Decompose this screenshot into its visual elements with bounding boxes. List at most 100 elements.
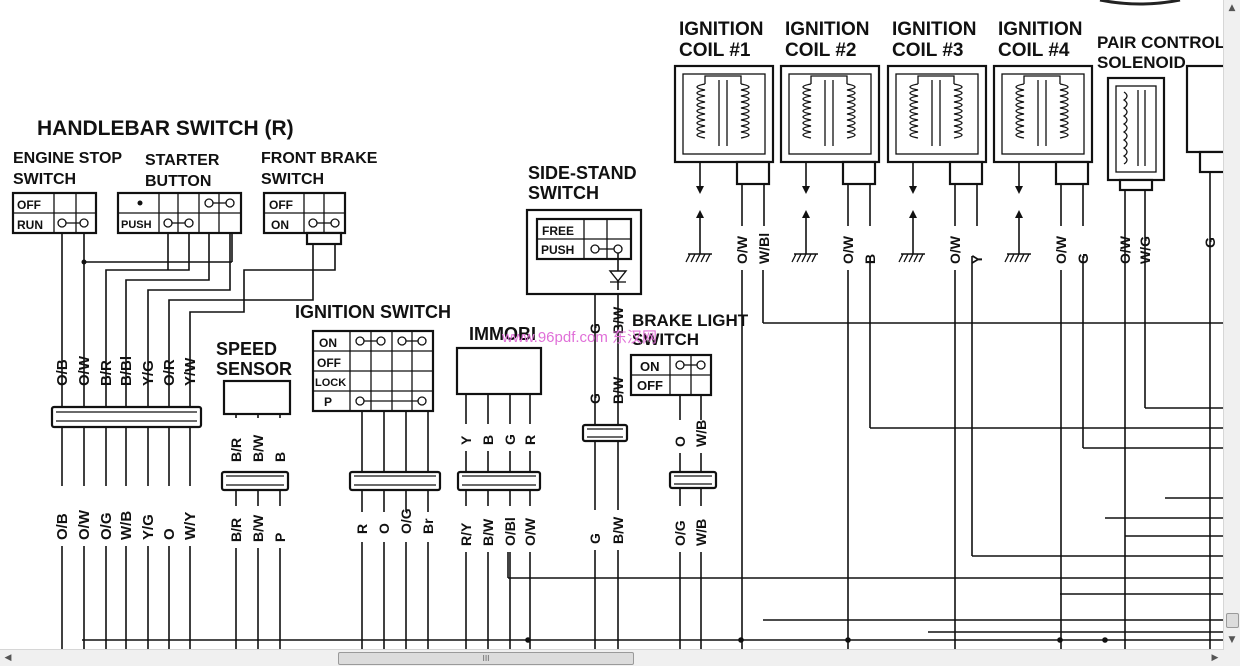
pair-solenoid-box	[1106, 76, 1166, 182]
side-stand-label-1: SIDE-STAND	[528, 163, 637, 183]
side-stand-label-2: SWITCH	[528, 183, 599, 203]
front-brake-label-1: FRONT BRAKE	[261, 150, 378, 167]
ignition-switch-title: IGNITION SWITCH	[295, 302, 451, 322]
speed-sensor: SPEED SENSOR	[216, 339, 292, 492]
coil-box	[886, 64, 988, 164]
immobi-wire-top-label: R	[522, 435, 538, 445]
scroll-up-icon[interactable]: ▲	[1228, 3, 1236, 13]
immobi-connector	[456, 470, 542, 492]
pair-wire-label-2: W/G	[1137, 236, 1153, 264]
edge-wire-label: G	[1202, 237, 1218, 248]
front-brake-label-2: SWITCH	[261, 171, 324, 188]
brake-light-label-2: SWITCH	[632, 330, 699, 349]
coil-label-line1: IGNITION	[892, 19, 976, 40]
speed-sensor-wire-top-label: B/R	[228, 438, 244, 462]
coil-label-line2: COIL #2	[785, 40, 856, 61]
coil-label-line2: COIL #3	[892, 40, 963, 61]
engine-stop-label-1: ENGINE STOP	[13, 150, 122, 167]
coil-box	[992, 64, 1094, 164]
side-stand-wire-mid-label: G	[587, 393, 603, 404]
next-component-box	[1185, 64, 1224, 154]
scroll-right-icon[interactable]: ▶	[1211, 653, 1219, 663]
handlebar-title: HANDLEBAR SWITCH (R)	[37, 117, 294, 140]
coil-label-line2: COIL #1	[679, 40, 751, 61]
speed-sensor-wire-top-label: B/W	[250, 434, 266, 462]
handlebar-wire-bottom-label: W/Y	[182, 512, 199, 540]
brake-light-on: ON	[640, 359, 660, 374]
speed-sensor-wire-top-label: B	[272, 452, 288, 462]
coil-label-line1: IGNITION	[785, 19, 869, 40]
coil-wire-label-1: O/W	[1053, 235, 1069, 264]
handlebar-wire-top-label: Y/W	[182, 357, 199, 386]
ign-row-p: P	[324, 395, 332, 409]
scroll-left-icon[interactable]: ◀	[4, 653, 12, 663]
horizontal-scroll-thumb[interactable]: III	[338, 652, 634, 665]
coil-label-line1: IGNITION	[679, 19, 763, 40]
ignition-wire-bottom-label: O/G	[398, 508, 414, 534]
pair-label-1: PAIR CONTROL	[1097, 33, 1224, 52]
coil-wire-label-2: W/Bl	[756, 233, 772, 264]
wiring-diagram: HANDLEBAR SWITCH (R) ENGINE STOP SWITCH …	[11, 0, 1224, 650]
scrollbar-corner	[1224, 650, 1240, 666]
coil-label-line1: IGNITION	[998, 19, 1082, 40]
brake-light-wire-bottom-label: W/B	[693, 519, 709, 546]
ignition-wire-bottom-label: O	[376, 523, 392, 534]
ignition-switch: IGNITION SWITCH ON OFF LOCK P	[295, 302, 451, 492]
handlebar-wire-top-label: O/B	[54, 359, 71, 386]
wire-labels: O/BO/BO/WO/WB/RO/GB/BlW/BY/GY/GO/ROY/WW/…	[54, 184, 1218, 650]
side-stand-wire-mid-label: B/W	[610, 376, 626, 404]
brake-light-wire-top-label: O	[672, 436, 688, 447]
starter-push: PUSH	[121, 219, 152, 231]
immobi-wire-top-label: B	[480, 435, 496, 445]
watermark: www.96pdf.com 东汉网	[501, 329, 657, 346]
handlebar-wire-bottom-label: O/B	[54, 513, 71, 540]
ign-row-on: ON	[319, 336, 337, 350]
coil-wire-label-1: O/W	[947, 235, 963, 264]
speed-sensor-box	[222, 379, 292, 416]
speed-sensor-wire-bottom-label: B/W	[250, 514, 266, 542]
ign-row-lock: LOCK	[315, 377, 346, 389]
coil-wire-label-1: O/W	[840, 235, 856, 264]
handlebar-wire-top-label: Y/G	[140, 360, 157, 386]
immobi-wire-top-label: Y	[458, 435, 474, 445]
speed-sensor-wire-bottom-label: P	[272, 533, 288, 542]
side-stand-wire-top-label: B/W	[610, 306, 626, 334]
brake-light-connector	[668, 470, 718, 490]
vertical-scrollbar[interactable]: ▲ ▼	[1223, 0, 1240, 650]
horizontal-scrollbar[interactable]: ◀ III ▶	[0, 649, 1224, 666]
ignition-connector	[348, 470, 442, 492]
immobi-wire-bottom-label: R/Y	[458, 522, 474, 546]
speed-sensor-connector	[220, 470, 290, 492]
speed-sensor-label-2: SENSOR	[216, 359, 292, 379]
pair-control-solenoid: PAIR CONTROL SOLENOID	[1097, 33, 1224, 650]
coil-label-line2: COIL #4	[998, 40, 1070, 61]
handlebar-wire-top-label: O/R	[161, 359, 178, 386]
handlebar-wire-top-label: B/R	[98, 360, 115, 386]
pair-wire-label-1: O/W	[1117, 235, 1133, 264]
side-stand-wire-top-label: G	[587, 323, 603, 334]
vertical-scroll-thumb[interactable]	[1226, 613, 1239, 628]
brake-light-wire-top-label: W/B	[693, 420, 709, 447]
immobi-title: IMMOBI	[469, 324, 536, 344]
immobi-wire-bottom-label: O/Bl	[502, 517, 518, 546]
engine-stop-label-2: SWITCH	[13, 171, 76, 188]
scroll-down-icon[interactable]: ▼	[1228, 635, 1236, 645]
side-stand-wire-bottom-label: B/W	[610, 516, 626, 544]
coil-box	[779, 64, 881, 164]
handlebar-wire-bottom-label: O/G	[98, 512, 115, 540]
side-stand-switch: SIDE-STAND SWITCH FREE PUSH	[525, 163, 643, 443]
starter-label-2: BUTTON	[145, 173, 211, 190]
handlebar-wire-bottom-label: Y/G	[140, 514, 157, 540]
side-stand-wire-bottom-label: G	[587, 533, 603, 544]
speed-sensor-label-1: SPEED	[216, 339, 277, 359]
starter-label-1: STARTER	[145, 152, 220, 169]
brake-light-wire-bottom-label: O/G	[672, 520, 688, 546]
immobi-wire-bottom-label: O/W	[522, 517, 538, 546]
handlebar-wire-bottom-label: W/B	[118, 511, 135, 540]
handlebar-switch: HANDLEBAR SWITCH (R) ENGINE STOP SWITCH …	[11, 117, 378, 429]
handlebar-wire-bottom-label: O	[161, 528, 178, 540]
